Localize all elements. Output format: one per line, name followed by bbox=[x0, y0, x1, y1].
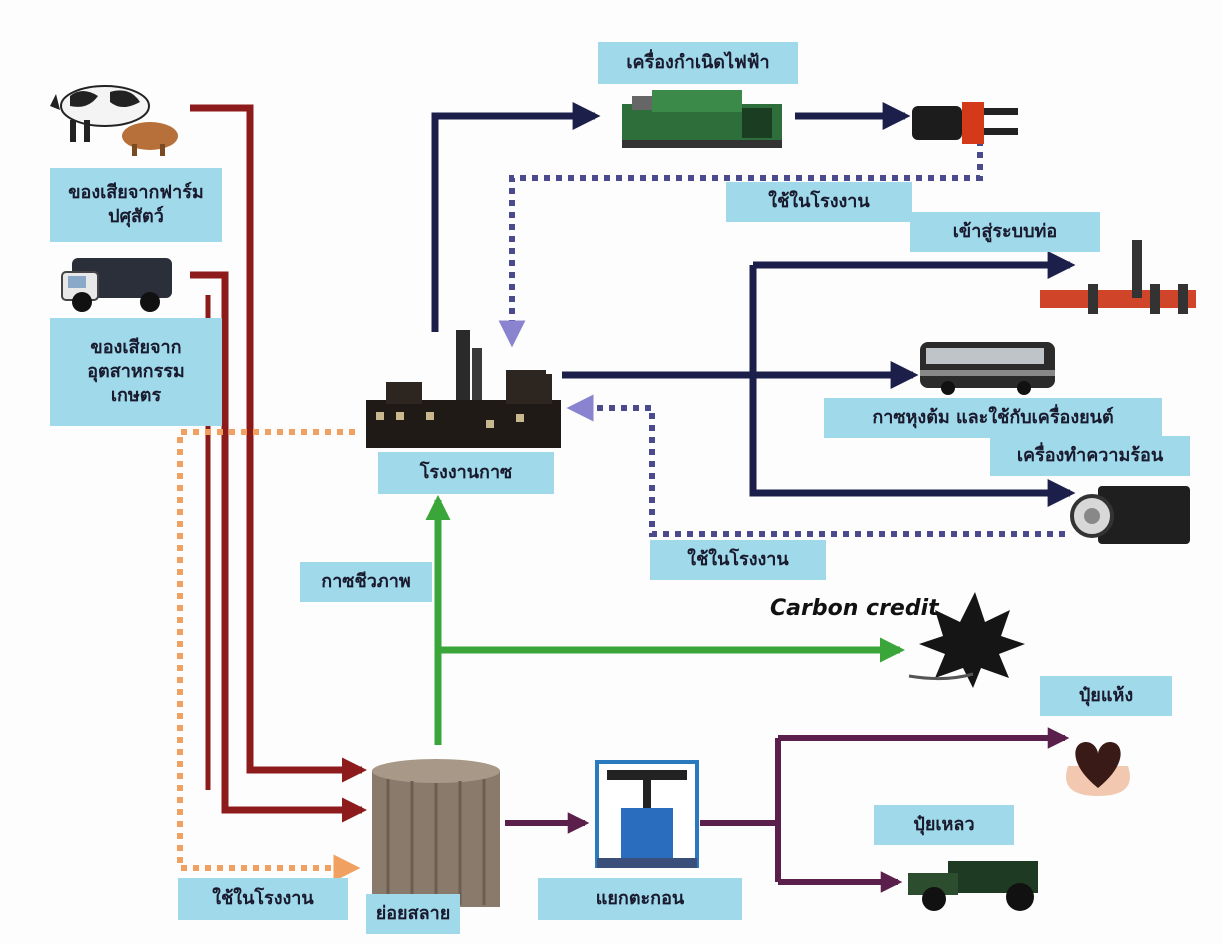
biogas-arrows bbox=[425, 494, 906, 745]
dotted-purple-returns bbox=[498, 140, 1065, 537]
pipe-icon bbox=[1040, 240, 1196, 314]
gas-plant-label: โรงงานกาซ bbox=[378, 452, 554, 494]
plug-icon bbox=[912, 102, 1018, 144]
bus-icon bbox=[920, 342, 1055, 395]
dotted-orange-return bbox=[177, 429, 361, 882]
fertilizer-arrows bbox=[505, 727, 1070, 893]
hands-heart-icon bbox=[1066, 742, 1130, 796]
leaf-icon bbox=[908, 592, 1025, 688]
tractor-icon bbox=[908, 861, 1038, 911]
dry-fertilizer-label: ปุ๋ยแห้ง bbox=[1040, 676, 1172, 716]
garbage-truck-icon bbox=[61, 258, 172, 312]
separate-sediment-label: แยกตะกอน bbox=[538, 878, 742, 920]
farm-waste-label: ของเสียจากฟาร์มปศุสัตว์ bbox=[50, 168, 222, 242]
boiler-icon bbox=[1070, 486, 1190, 544]
used-in-plant-label-mid: ใช้ในโรงงาน bbox=[650, 540, 826, 580]
cooking-engine-label: กาซหุงต้ม และใช้กับเครื่องยนต์ bbox=[824, 398, 1162, 438]
industrial-waste-label: ของเสียจากอุตสาหกรรมเกษตร bbox=[50, 318, 222, 426]
liquid-fertilizer-label: ปุ๋ยเหลว bbox=[874, 805, 1014, 845]
biogas-label: กาซชีวภาพ bbox=[300, 562, 432, 602]
energy-arrows bbox=[431, 102, 1076, 507]
pipeline-label: เข้าสู่ระบบท่อ bbox=[910, 212, 1100, 252]
digester-tank-icon bbox=[372, 759, 500, 907]
digest-label: ย่อยสลาย bbox=[366, 894, 460, 934]
carbon-credit-label: Carbon credit bbox=[770, 596, 939, 621]
used-in-plant-label-top: ใช้ในโรงงาน bbox=[726, 182, 912, 222]
generator-label: เครื่องกำเนิดไฟฟ้า bbox=[598, 42, 798, 84]
press-icon bbox=[595, 760, 699, 868]
factory-icon bbox=[366, 330, 561, 448]
heater-label: เครื่องทำความร้อน bbox=[990, 436, 1190, 476]
used-in-plant-label-bottom: ใช้ในโรงงาน bbox=[178, 878, 348, 920]
generator-icon bbox=[622, 90, 782, 148]
cow-pig-icon bbox=[50, 85, 178, 156]
